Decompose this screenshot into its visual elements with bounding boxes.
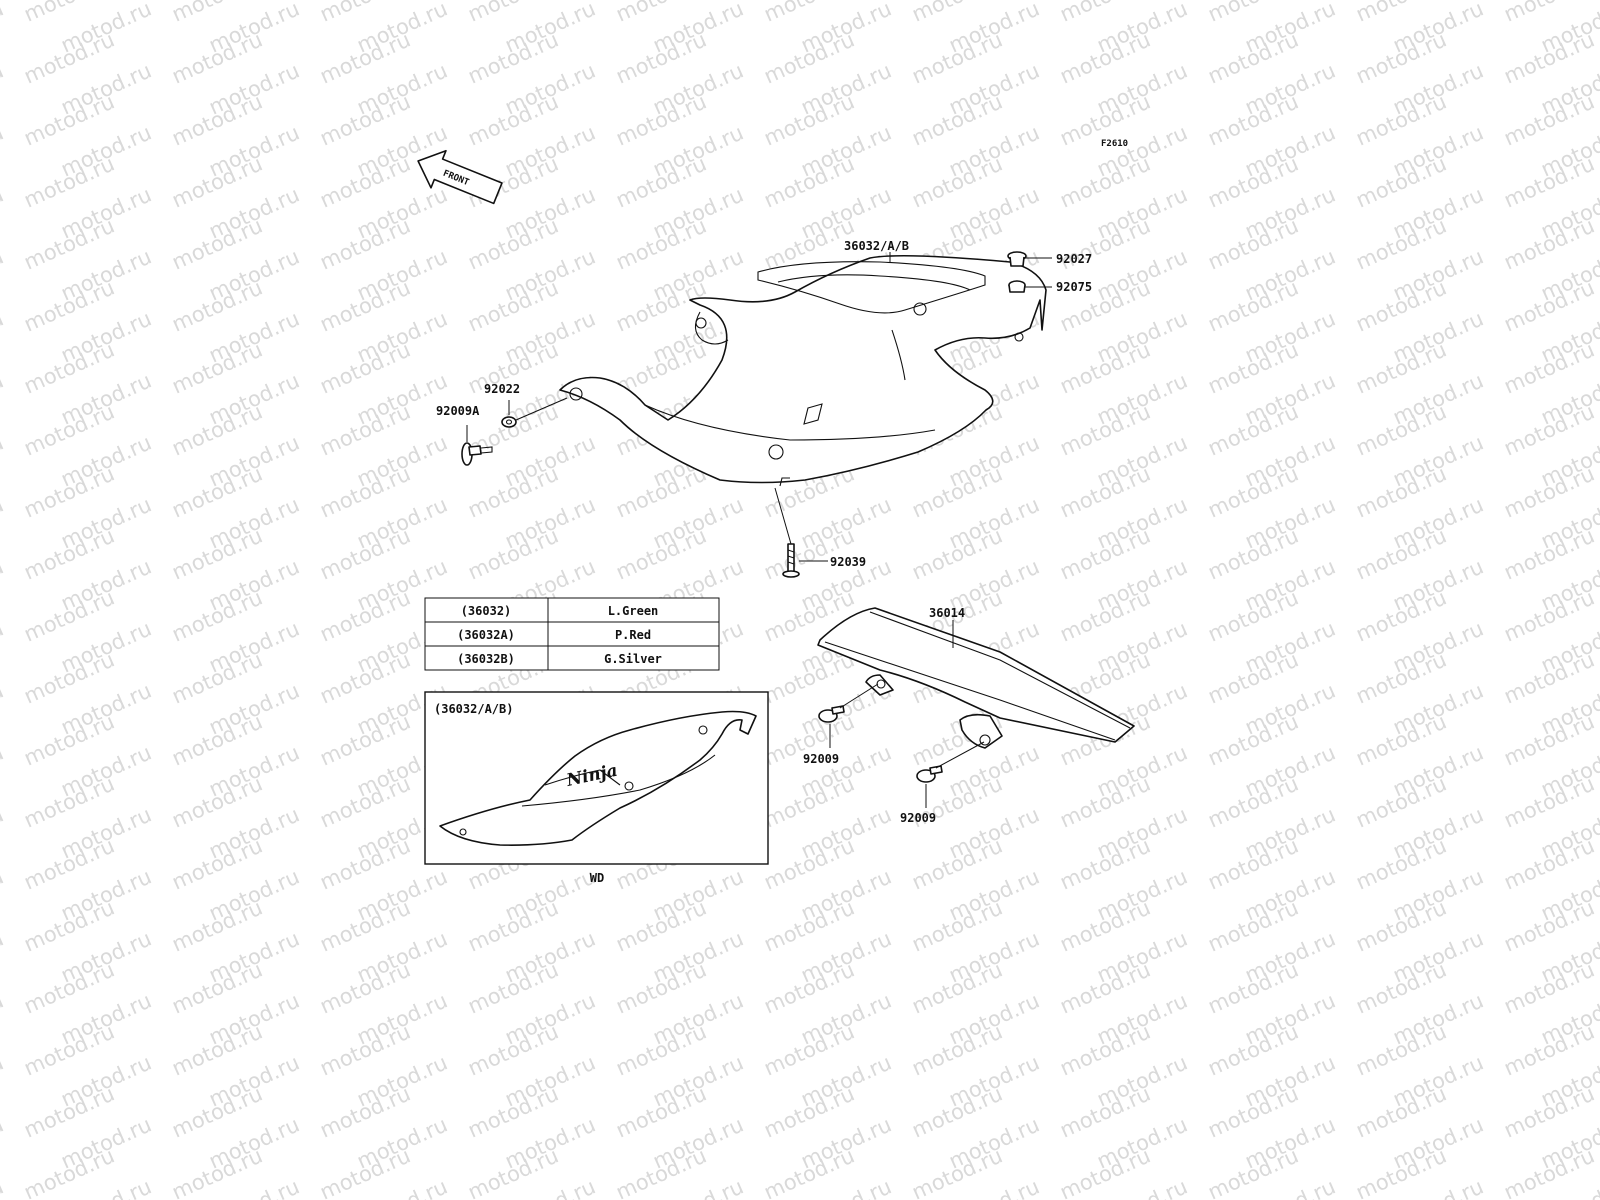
- washer-92022: [501, 416, 517, 428]
- table-row-1-part: (36032A): [457, 628, 515, 642]
- inset-title: (36032/A/B): [434, 702, 513, 716]
- inset-caption: WD: [590, 871, 604, 885]
- cap-92027: [1007, 251, 1027, 267]
- callout-92009A: 92009A: [436, 404, 480, 418]
- table-row-2-part: (36032B): [457, 652, 515, 666]
- screw-92039: [782, 543, 800, 578]
- callout-92009-left: 92009: [803, 752, 839, 766]
- table-row-2-color: G.Silver: [604, 652, 662, 666]
- callout-92039: 92039: [830, 555, 866, 569]
- inset-box: (36032/A/B) Ninja WD: [424, 691, 769, 885]
- figure-code: F2610: [1101, 139, 1128, 149]
- table-row-0-color: L.Green: [608, 604, 659, 618]
- callout-92075: 92075: [1056, 280, 1092, 294]
- table-row-1-color: P.Red: [615, 628, 651, 642]
- leader-lines: [466, 252, 1052, 808]
- color-table: (36032) L.Green (36032A) P.Red (36032B) …: [424, 597, 720, 671]
- table-row-0-part: (36032): [461, 604, 512, 618]
- chain-cover: [817, 607, 1135, 749]
- front-arrow: FRONT: [417, 149, 503, 205]
- inset-side-cover: Ninja: [439, 710, 757, 846]
- grommet-92075: [1008, 280, 1026, 293]
- bolt-92009-right: [916, 765, 943, 783]
- bolt-92009A: [461, 442, 493, 466]
- bolt-92009-left: [818, 705, 845, 723]
- callout-36014: 36014: [929, 606, 965, 620]
- seat-cover: [559, 254, 1047, 487]
- callout-92009-right: 92009: [900, 811, 936, 825]
- callout-36032AB: 36032/A/B: [844, 239, 909, 253]
- callout-92022: 92022: [484, 382, 520, 396]
- callout-92027: 92027: [1056, 252, 1092, 266]
